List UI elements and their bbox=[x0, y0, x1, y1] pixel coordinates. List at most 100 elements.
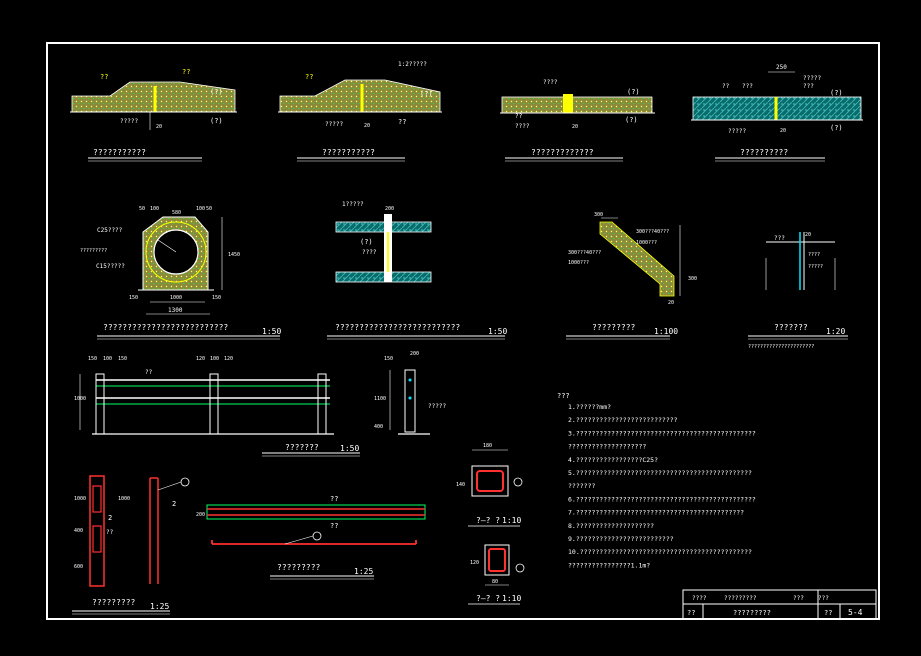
drawing-rail-reinforcement: ?? ?? 200 ????????? 1:25 bbox=[196, 495, 426, 580]
title-block-r1c2: ????????? bbox=[724, 595, 757, 602]
d4-label-4: ?? bbox=[722, 83, 730, 90]
d4-label-8: 20 bbox=[780, 128, 786, 134]
d5-label-12: 1300 bbox=[168, 307, 183, 314]
d5-label-2: 100 bbox=[150, 206, 159, 212]
d3-label-3: ?? bbox=[515, 113, 523, 120]
drawing-slope-drain: 300 300???40??? 1000??? 300???40??? 1000… bbox=[566, 212, 697, 340]
general-notes: ??? 1.??????mm? 2.???????????????????????… bbox=[557, 392, 756, 569]
note-line: 4.?????????????????C25? bbox=[568, 456, 658, 464]
drawing-joint-section-1: ?? ?? (?) ????? (?) 20 ??????????? bbox=[70, 68, 237, 162]
d8-label-3: ???? bbox=[808, 252, 820, 258]
d7-label-6: 300 bbox=[688, 276, 697, 282]
drawing-section-rail: 180 140 ?—? ? 1:10 bbox=[456, 443, 523, 527]
d1-title: ??????????? bbox=[93, 148, 146, 157]
d2-label-6: ?? bbox=[398, 118, 406, 126]
d10-label-5: ????? bbox=[428, 403, 446, 410]
d3-label-6: (?) bbox=[625, 116, 638, 124]
d11-label-4: 600 bbox=[74, 564, 83, 570]
d8-title: ??????? bbox=[774, 323, 808, 332]
note-line: 1.??????mm? bbox=[568, 403, 611, 411]
d4-label-9: (?) bbox=[830, 124, 843, 132]
note-line: 3.??????????????????????????????????????… bbox=[568, 429, 756, 437]
title-block-r2c3: ?? bbox=[824, 609, 832, 617]
note-line: 6.??????????????????????????????????????… bbox=[568, 495, 756, 503]
d2-label-4: ????? bbox=[325, 121, 343, 128]
d5-label-4: 100 bbox=[196, 206, 205, 212]
d7-label-2: 300???40??? bbox=[636, 229, 669, 235]
d6-title: ?????????????????????????? bbox=[335, 323, 460, 332]
d12-label-2: ?? bbox=[330, 522, 338, 530]
d7-label-3: 1000??? bbox=[636, 240, 657, 246]
d4-label-7: ????? bbox=[728, 128, 746, 135]
note-line: ????????????????1.1m? bbox=[568, 561, 650, 569]
notes-heading: ??? bbox=[557, 392, 570, 400]
title-block-r1c3: ??? bbox=[793, 595, 804, 602]
d11-label-3: 400 bbox=[74, 528, 83, 534]
d9-label-8: 1000 bbox=[74, 396, 86, 402]
note-line: 10.?????????????????????????????????????… bbox=[568, 548, 752, 556]
d14-label-2: 120 bbox=[470, 560, 479, 566]
d5-label-10: 1000 bbox=[170, 295, 182, 301]
title-block-r1c4: ??? bbox=[818, 595, 829, 602]
d11-label-2: 1000 bbox=[118, 496, 130, 502]
d5-label-13: 1450 bbox=[228, 252, 240, 258]
d1-label-4: ????? bbox=[120, 118, 138, 125]
d3-label-2: (?) bbox=[627, 88, 640, 96]
d10-label-4: 400 bbox=[374, 424, 383, 430]
d12-title: ????????? bbox=[277, 563, 321, 572]
d5-label-1: 50 bbox=[139, 206, 145, 212]
d13-label-1: 180 bbox=[483, 443, 492, 449]
d5-label-3: 580 bbox=[172, 210, 181, 216]
title-block: ???? ????????? ??? ??? ?? ????????? ?? 5… bbox=[682, 589, 877, 620]
d8-label-4: ????? bbox=[808, 264, 823, 270]
drawing-post-side-view: 150 200 1100 400 ????? bbox=[374, 351, 446, 435]
drawing-culvert-longitudinal-section: 1????? 200 (?) ???? ????????????????????… bbox=[327, 201, 507, 340]
d2-label-5: 20 bbox=[364, 123, 370, 129]
d3-title: ????????????? bbox=[531, 148, 594, 157]
note-line: 5.??????????????????????????????????????… bbox=[568, 469, 752, 477]
d11-label-1: 1000 bbox=[74, 496, 86, 502]
d12-label-1: ?? bbox=[330, 495, 338, 503]
d7-label-7: 20 bbox=[668, 300, 674, 306]
d3-label-4: ???? bbox=[515, 123, 530, 130]
d1-label-2: ?? bbox=[182, 68, 190, 76]
d10-label-3: 1100 bbox=[374, 396, 386, 402]
d14-scale: 1:10 bbox=[502, 594, 521, 603]
drawing-section-post: 80 120 ?—? ? 1:10 bbox=[468, 544, 525, 605]
d3-label-1: ???? bbox=[543, 79, 558, 86]
title-block-r2c1: ?? bbox=[687, 609, 695, 617]
note-line: ??????? bbox=[568, 482, 595, 490]
d8-label-2: 20 bbox=[805, 232, 811, 238]
d14-title: ?—? ? bbox=[476, 594, 500, 603]
note-line: 8.???????????????????? bbox=[568, 522, 654, 530]
d9-scale: 1:50 bbox=[340, 444, 359, 453]
d2-title: ??????????? bbox=[322, 148, 375, 157]
d12-scale: 1:25 bbox=[354, 567, 373, 576]
d5-label-5: 50 bbox=[206, 206, 212, 212]
d14-label-1: 80 bbox=[492, 579, 498, 585]
d13-label-2: 140 bbox=[456, 482, 465, 488]
d5-title: ?????????????????????????? bbox=[103, 323, 228, 332]
d1-label-1: ?? bbox=[100, 73, 108, 81]
d1-label-3: (?) bbox=[210, 88, 223, 96]
d5-label-7: ????????? bbox=[80, 248, 107, 254]
d3-label-5: 20 bbox=[572, 124, 578, 130]
note-line: 2.?????????????????????????? bbox=[568, 416, 678, 424]
d11-label-7: 2 bbox=[172, 500, 176, 508]
d2-label-3: (?) bbox=[420, 90, 433, 98]
d6-scale: 1:50 bbox=[488, 327, 507, 336]
d4-label-2: ????? bbox=[803, 75, 821, 82]
drawing-culvert-cross-section: 50 100 580 100 50 C25???? ????????? C15?… bbox=[80, 206, 281, 340]
sheet-border bbox=[46, 42, 880, 620]
d1-label-6: 20 bbox=[156, 124, 162, 130]
note-line: ???????????????????? bbox=[568, 443, 646, 451]
d7-label-1: 300 bbox=[594, 212, 603, 218]
d9-label-7: ?? bbox=[145, 369, 153, 376]
d2-label-2: 1:2????? bbox=[398, 61, 427, 68]
d13-scale: 1:10 bbox=[502, 516, 521, 525]
d5-label-11: 150 bbox=[212, 295, 221, 301]
d9-label-4: 120 bbox=[196, 356, 205, 362]
note-line: 7.??????????????????????????????????????… bbox=[568, 509, 744, 517]
d8-scale: 1:20 bbox=[826, 327, 845, 336]
